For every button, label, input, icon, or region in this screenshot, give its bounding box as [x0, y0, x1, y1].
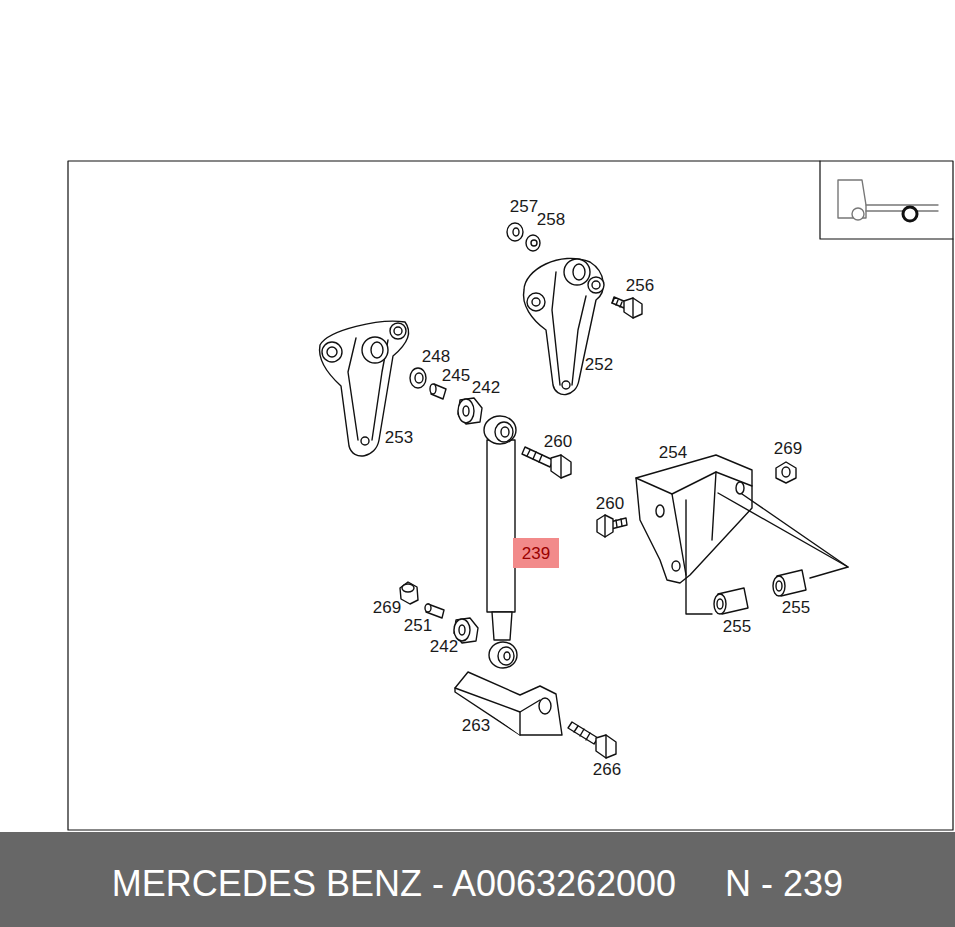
leader-line — [686, 493, 848, 614]
callout-number: 254 — [659, 444, 687, 461]
truck-icon — [820, 161, 953, 239]
bolt — [522, 447, 571, 478]
callout-number: 242 — [472, 379, 500, 396]
washer — [507, 223, 540, 251]
bolt — [612, 297, 642, 318]
callout-number: 248 — [422, 348, 450, 365]
bushing — [400, 582, 478, 643]
callout-number: 263 — [462, 717, 490, 734]
bolt — [597, 515, 627, 537]
part-number-text: MERCEDES BENZ - A0063262000 — [112, 866, 676, 902]
callout-number: 245 — [442, 367, 470, 384]
callout-number: 255 — [782, 599, 810, 616]
callout-number: 266 — [593, 761, 621, 778]
bolt — [568, 722, 616, 758]
callout-number: 239 — [522, 545, 550, 562]
nut — [776, 462, 796, 483]
bracket — [524, 258, 604, 394]
frame — [68, 161, 953, 830]
callout-number: 252 — [585, 356, 613, 373]
callout-number: 260 — [544, 433, 572, 450]
callout-number: 269 — [373, 599, 401, 616]
callout-number: 269 — [774, 440, 802, 457]
callout-number: 260 — [596, 495, 624, 512]
callout-number: 256 — [626, 277, 654, 294]
callout-number: 253 — [385, 429, 413, 446]
callout-number: 257 — [510, 198, 538, 215]
bushing — [410, 368, 482, 424]
footer-bar — [0, 832, 955, 927]
highlight-box: 239 — [513, 538, 559, 568]
callout-number: 242 — [430, 638, 458, 655]
callout-number: 255 — [723, 618, 751, 635]
callout-number: 258 — [537, 211, 565, 228]
callout-number: 251 — [404, 617, 432, 634]
bracket — [455, 672, 562, 735]
reference-text: N - 239 — [725, 866, 843, 902]
bracket — [636, 455, 752, 583]
